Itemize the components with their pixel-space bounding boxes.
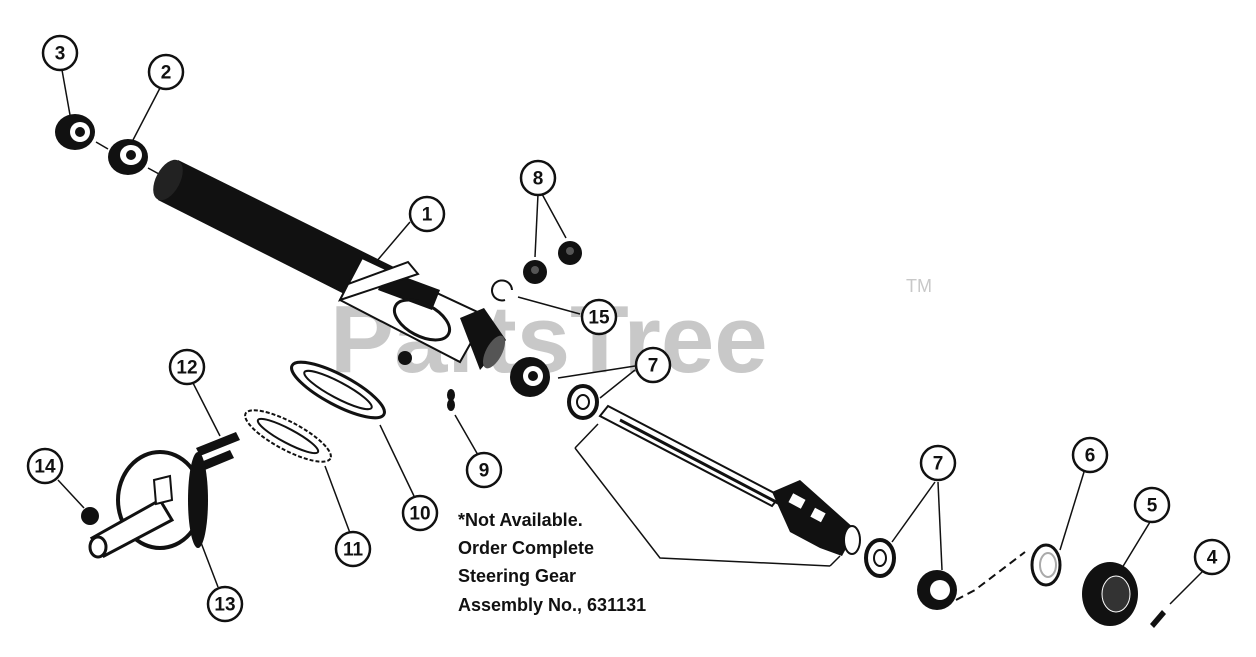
note-block: *Not Available. Order Complete Steering …	[458, 510, 646, 615]
callout-15-label: 15	[588, 308, 610, 329]
leader-13	[199, 539, 219, 588]
callout-2-label: 2	[161, 63, 172, 84]
leader-shaft-group	[574, 447, 831, 567]
note-line-1: *Not Available.	[458, 510, 583, 530]
part-3-nut	[55, 114, 95, 150]
watermark-trademark: TM	[906, 276, 932, 296]
callout-12: 12	[168, 348, 206, 386]
callout-3: 3	[41, 34, 79, 72]
part-5-gear	[1082, 562, 1138, 626]
callout-10: 10	[401, 494, 439, 532]
part-12-stud	[196, 432, 240, 472]
callout-9: 9	[465, 451, 503, 489]
callout-7-upper: 7	[634, 346, 672, 384]
callout-11-label: 11	[343, 540, 364, 561]
leader-11	[324, 465, 351, 534]
leader-6	[1059, 471, 1085, 551]
leader-8a	[534, 193, 539, 258]
callout-15: 15	[580, 298, 618, 336]
leader-3-2	[95, 141, 109, 150]
callout-14: 14	[26, 447, 64, 485]
steering-shaft	[598, 404, 861, 556]
leader-7a-2	[599, 369, 636, 399]
callout-8-label: 8	[533, 169, 544, 190]
note-line-2: Order Complete	[458, 538, 594, 558]
callout-1-label: 1	[422, 205, 433, 226]
note-line-4: Assembly No., 631131	[458, 595, 646, 615]
part-6-washer	[1030, 543, 1062, 587]
leader-3	[61, 69, 71, 116]
callout-4: 4	[1193, 538, 1231, 576]
dashed-assembly-line	[955, 551, 1026, 601]
part-10-gasket	[290, 360, 386, 420]
leader-15	[517, 296, 581, 315]
leader-shaft-top	[574, 423, 599, 449]
leader-14	[57, 479, 85, 509]
callout-5-label: 5	[1147, 496, 1158, 517]
part-2-bearing	[108, 139, 148, 175]
callout-7-lower: 7	[919, 444, 957, 482]
callout-6-label: 6	[1085, 446, 1096, 467]
part-14-nut	[81, 507, 99, 525]
callout-5: 5	[1133, 486, 1171, 524]
leader-10	[379, 424, 415, 497]
part-1-steering-tube	[153, 159, 506, 370]
part-15-ring	[491, 279, 513, 302]
leader-5	[1121, 521, 1151, 569]
callout-7-upper-label: 7	[648, 356, 659, 377]
leader-7b-2	[937, 481, 943, 571]
callout-9-label: 9	[479, 461, 490, 482]
note-line-3: Steering Gear	[458, 566, 576, 586]
callout-7-lower-label: 7	[933, 454, 944, 475]
callout-13-label: 13	[214, 595, 235, 616]
part-13-flange	[88, 450, 208, 559]
leader-2	[132, 87, 161, 141]
callout-12-label: 12	[176, 358, 197, 379]
callout-14-label: 14	[34, 457, 56, 478]
part-7-bearing-lower	[864, 538, 957, 610]
callout-13: 13	[206, 585, 244, 623]
leader-shaft-bottom	[829, 555, 841, 567]
callout-1: 1	[408, 195, 446, 233]
part-7-bearing-upper	[510, 357, 599, 420]
callout-8: 8	[519, 159, 557, 197]
leader-9	[454, 414, 479, 456]
leader-4	[1169, 567, 1207, 605]
leader-7a-1	[557, 365, 636, 379]
part-11-gasket	[244, 409, 332, 463]
callout-4-label: 4	[1207, 548, 1218, 569]
callout-2: 2	[147, 53, 185, 91]
callout-6: 6	[1071, 436, 1109, 474]
callout-3-label: 3	[55, 44, 66, 65]
callout-10-label: 10	[409, 504, 430, 525]
leader-12	[191, 380, 221, 437]
part-4-pin	[1150, 610, 1166, 628]
leader-7b-1	[891, 481, 936, 543]
part-9-pin	[447, 389, 455, 411]
part-8-nuts	[523, 241, 582, 284]
callout-11: 11	[334, 530, 372, 568]
leader-1	[375, 221, 411, 263]
leader-8b	[541, 193, 567, 239]
